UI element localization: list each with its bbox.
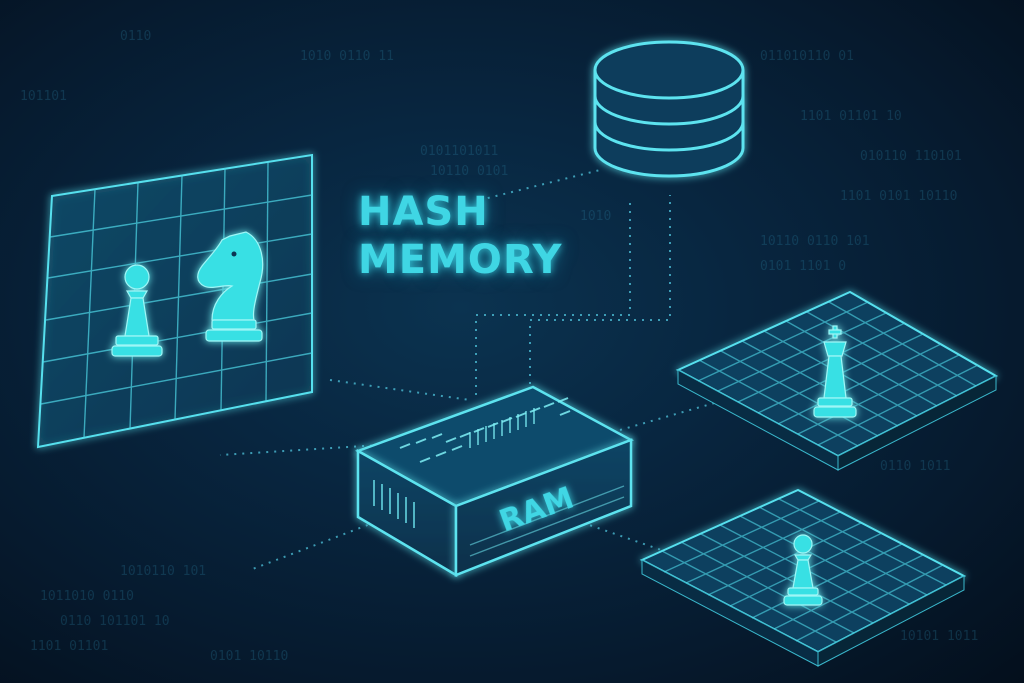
svg-text:10110 0101: 10110 0101 xyxy=(430,164,508,179)
svg-text:1101 0101 10110: 1101 0101 10110 xyxy=(840,189,957,204)
database-icon xyxy=(593,40,745,178)
chess-board-panel xyxy=(36,153,313,449)
hash-memory-title: HASH MEMORY xyxy=(358,188,563,284)
chess-pawn-icon xyxy=(111,264,163,357)
svg-text:1101 01101 10: 1101 01101 10 xyxy=(800,109,902,124)
title-line-1: HASH xyxy=(358,189,489,235)
svg-text:10110 0110 101: 10110 0110 101 xyxy=(760,234,870,249)
title-line-2: MEMORY xyxy=(358,237,563,283)
svg-text:1010 0110 11: 1010 0110 11 xyxy=(300,49,394,64)
chess-king-icon xyxy=(813,325,857,418)
svg-text:011010110 01: 011010110 01 xyxy=(760,49,854,64)
svg-text:1101 01101: 1101 01101 xyxy=(30,639,108,654)
svg-text:0110: 0110 xyxy=(120,29,151,44)
binary-background: 1010 0110 11 0101101011 10110 0101 01101… xyxy=(20,29,978,664)
svg-text:0101 1101 0: 0101 1101 0 xyxy=(760,259,846,274)
svg-text:010110 110101: 010110 110101 xyxy=(860,149,962,164)
svg-text:10101 1011: 10101 1011 xyxy=(900,629,978,644)
svg-text:101101: 101101 xyxy=(20,89,67,104)
svg-text:1011010 0110: 1011010 0110 xyxy=(40,589,134,604)
svg-text:1010110 101: 1010110 101 xyxy=(120,564,206,579)
svg-text:0110 101101 10: 0110 101101 10 xyxy=(60,614,170,629)
chess-board-pawn xyxy=(639,488,967,667)
ram-chip-icon: RAM xyxy=(355,385,635,578)
svg-text:0110 1011: 0110 1011 xyxy=(880,459,950,474)
chess-board-king xyxy=(675,290,999,471)
svg-text:1010: 1010 xyxy=(580,209,611,224)
chess-knight-icon xyxy=(197,231,264,342)
svg-text:0101 10110: 0101 10110 xyxy=(210,649,288,664)
chess-pawn-icon xyxy=(783,534,823,606)
svg-text:0101101011: 0101101011 xyxy=(420,144,498,159)
